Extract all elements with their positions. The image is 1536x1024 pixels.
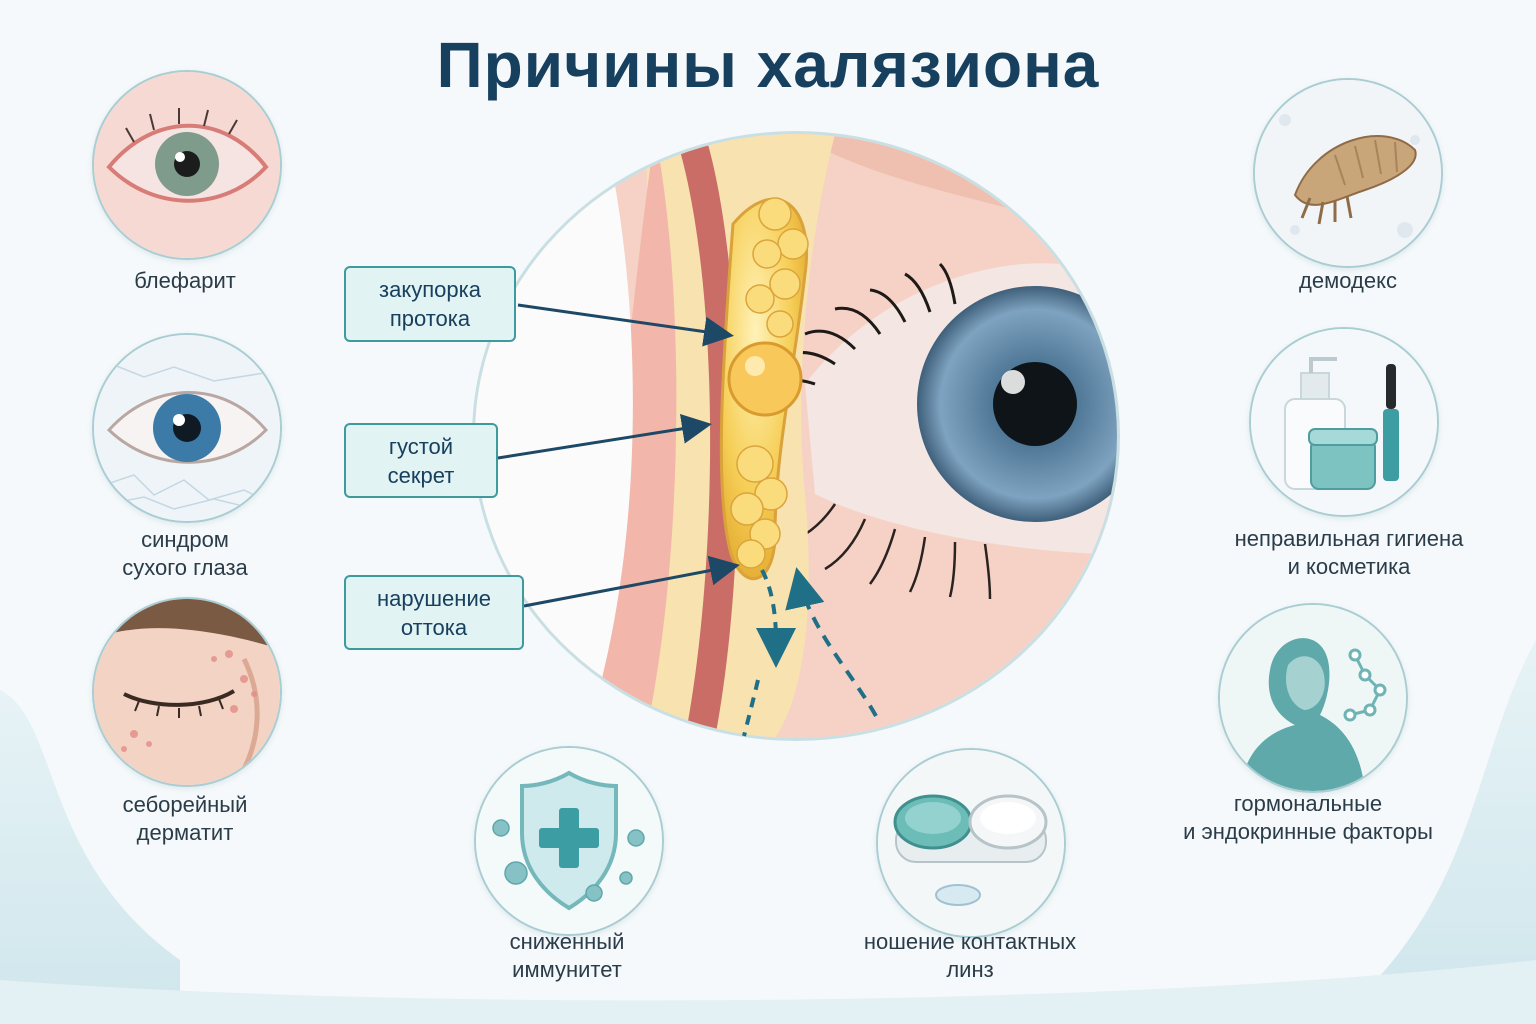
mite-icon bbox=[1255, 80, 1441, 266]
dry-eye-label: синдром сухого глаза bbox=[122, 527, 248, 580]
seborrheic-thumbnail bbox=[92, 597, 282, 787]
dry-eye-thumbnail bbox=[92, 333, 282, 523]
callout-thick-secretion: густой секрет bbox=[344, 423, 498, 498]
lenses-thumbnail bbox=[876, 748, 1066, 938]
seborrheic-label: себорейный дерматит bbox=[122, 792, 248, 845]
lenses-label: ношение контактных линз bbox=[863, 929, 1077, 982]
hygiene-label: неправильная гигиена и косметика bbox=[1234, 526, 1464, 579]
demodex-thumbnail bbox=[1253, 78, 1443, 268]
blepharitis-thumbnail bbox=[92, 70, 282, 260]
shield-virus-icon bbox=[476, 748, 662, 934]
hormonal-thumbnail bbox=[1218, 603, 1408, 793]
lens-case-icon bbox=[878, 750, 1064, 936]
hormonal-label: гормональные и эндокринные факторы bbox=[1183, 791, 1433, 844]
callout-outflow-disorder: нарушение оттока bbox=[344, 575, 524, 650]
blepharitis-label: блефарит bbox=[134, 268, 236, 293]
immunity-label: сниженный иммунитет bbox=[509, 929, 625, 982]
demodex-label: демодекс bbox=[1299, 268, 1397, 293]
immunity-thumbnail bbox=[474, 746, 664, 936]
page-title: Причины халязиона bbox=[436, 29, 1100, 101]
dry-eye-icon bbox=[94, 335, 280, 521]
eyelid-cross-section bbox=[472, 131, 1120, 741]
inflamed-eye-icon bbox=[94, 72, 280, 258]
flaky-skin-face-icon bbox=[94, 599, 280, 785]
hygiene-thumbnail bbox=[1249, 327, 1439, 517]
callout-blockage: закупорка протока bbox=[344, 266, 516, 342]
woman-molecule-icon bbox=[1220, 605, 1406, 791]
cosmetics-icon bbox=[1251, 329, 1437, 515]
